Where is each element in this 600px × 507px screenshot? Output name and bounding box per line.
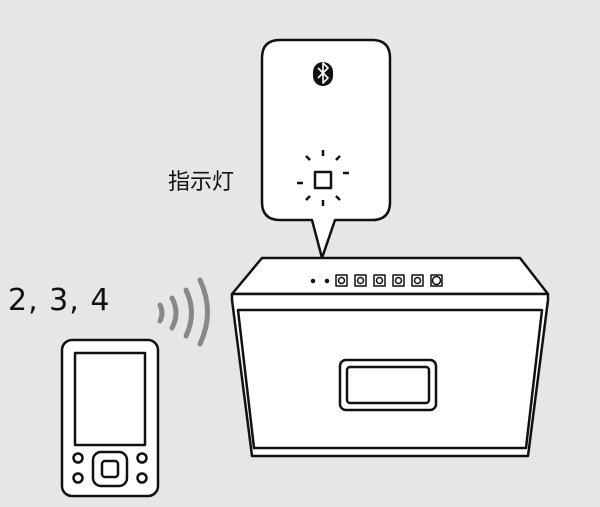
indicator-label: 指示灯 [168, 170, 235, 195]
smartphone [60, 338, 160, 498]
steps-label: 2, 3, 4 [8, 283, 111, 318]
wireless-signal-icon [157, 277, 210, 347]
blinking-indicator-icon [297, 150, 349, 206]
control-panel [310, 274, 443, 287]
speaker [230, 256, 550, 458]
callout-bubble [260, 38, 392, 260]
bluetooth-icon [313, 62, 333, 86]
